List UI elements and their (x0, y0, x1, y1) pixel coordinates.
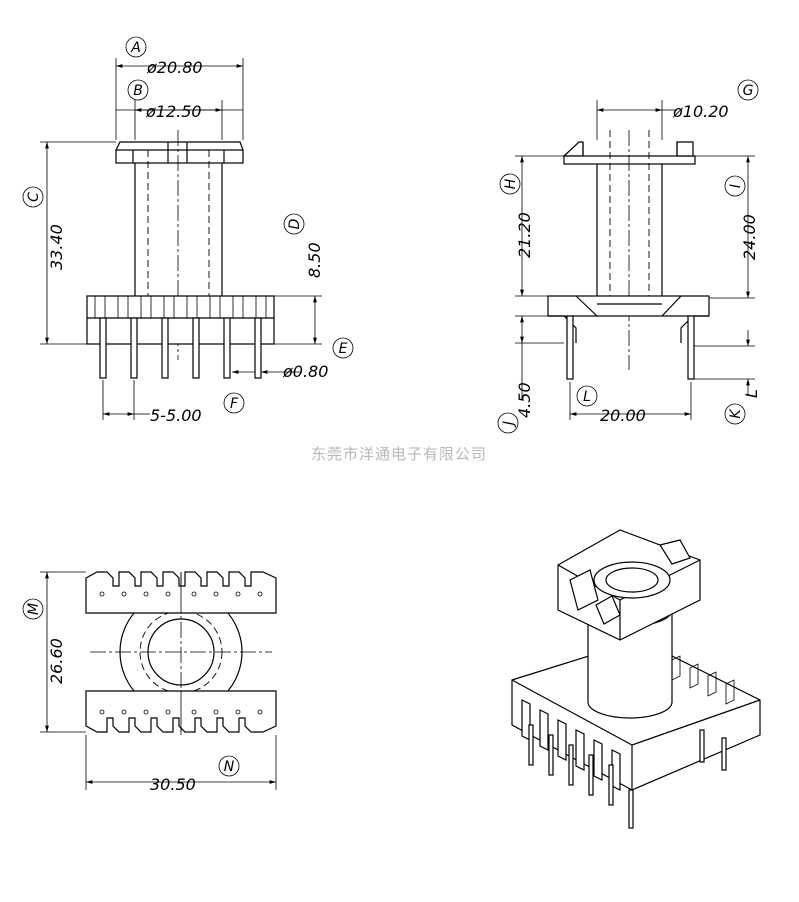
dim-d-text: 8.50 (305, 242, 324, 278)
front-view: A ø20.80 B ø12.50 C 33.40 D 8.50 E ø0.80 (22, 36, 354, 425)
iso-pins (528, 724, 727, 829)
label-b: B (133, 83, 143, 99)
dim-m-text: 26.60 (47, 638, 66, 684)
watermark: 东莞市洋通电子有限公司 (311, 445, 487, 463)
dim-e-text: ø0.80 (282, 362, 328, 381)
base-slots (94, 295, 267, 319)
label-k: K (728, 408, 744, 419)
label-a: A (130, 40, 141, 56)
label-h: H (503, 178, 519, 189)
label-l: L (583, 389, 591, 405)
bottom-holes (99, 709, 263, 715)
dim-h-text: 21.20 (515, 212, 534, 258)
label-m: M (26, 603, 42, 615)
iso-front-teeth (521, 699, 621, 791)
label-i: I (728, 184, 744, 188)
dim-n-text: 30.50 (150, 775, 196, 794)
dim-a-text: ø20.80 (146, 58, 203, 77)
dim-b-text: ø12.50 (145, 102, 202, 121)
side-view: G ø10.20 H 21.20 I 24.00 J 4.50 L 20.00 (497, 79, 761, 434)
label-c: C (26, 192, 42, 202)
isometric-view (511, 529, 761, 829)
label-k-suffix: L (742, 389, 761, 398)
iso-back-teeth (671, 655, 735, 705)
dim-g-text: ø10.20 (672, 102, 729, 121)
dim-j-text: 4.50 (515, 382, 534, 418)
label-n: N (224, 759, 235, 775)
dim-i-text: 24.00 (740, 214, 759, 260)
label-d: D (287, 218, 303, 229)
label-g: G (743, 83, 754, 99)
dim-f-text: 5-5.00 (150, 406, 202, 425)
label-j: J (501, 421, 517, 428)
label-e: E (339, 341, 348, 357)
dim-c-text: 33.40 (47, 224, 66, 270)
label-f: F (230, 396, 239, 412)
bottom-view: M 26.60 N 30.50 (22, 571, 277, 794)
pins (99, 317, 262, 379)
dim-l-text: 20.00 (600, 406, 646, 425)
top-holes (99, 591, 263, 597)
